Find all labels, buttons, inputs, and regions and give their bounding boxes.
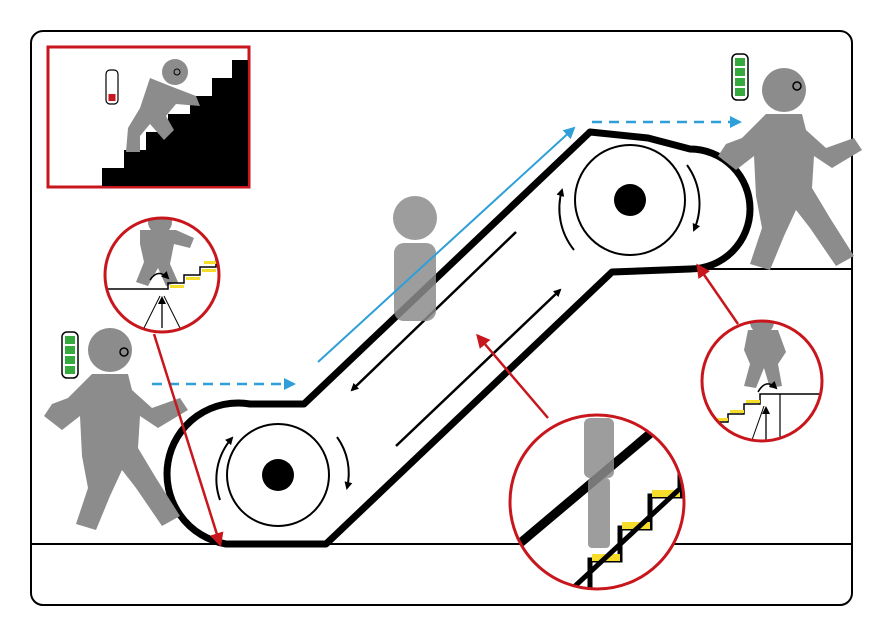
upper-gear-wheel-icon — [556, 144, 701, 256]
lower-gear-wheel-icon — [215, 423, 353, 527]
upper-callout-pointer — [696, 263, 740, 325]
step-callout-pointer — [476, 333, 549, 419]
rotation-arrow-icon — [556, 188, 575, 251]
escalator-truss — [163, 128, 754, 548]
magnifier-callout-icon — [700, 319, 824, 443]
battery-full-icon — [731, 53, 749, 101]
rotation-arrow-icon — [686, 164, 701, 232]
belt-forward-arrow — [395, 288, 562, 447]
person-climbing-stairs-icon — [126, 59, 200, 152]
magnifier-callout-icon — [103, 216, 221, 334]
stair-climbing-inset — [46, 45, 251, 189]
rotation-arrow-icon — [336, 436, 353, 490]
upper-landing-callout — [700, 319, 824, 443]
battery-full-icon — [61, 331, 79, 379]
rising-flow-arrow — [317, 126, 576, 363]
lower-landing-callout — [103, 216, 221, 334]
person-walking-icon — [44, 328, 188, 530]
magnifier-callout-icon — [508, 413, 686, 591]
step-detail-callout — [508, 413, 686, 591]
person-walking-icon — [718, 68, 862, 270]
rotation-arrow-icon — [215, 436, 234, 501]
staircase-shape — [102, 60, 248, 186]
lower-callout-pointer — [152, 333, 224, 547]
battery-low-icon — [105, 69, 119, 105]
